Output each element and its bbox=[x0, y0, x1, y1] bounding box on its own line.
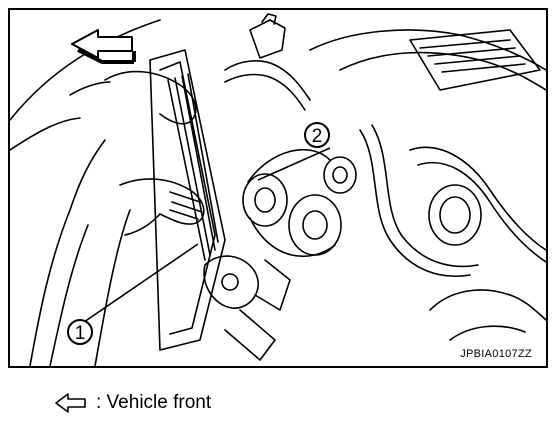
engine-cover bbox=[409, 29, 541, 91]
legend-text: : Vehicle front bbox=[96, 392, 212, 413]
hollow-left-arrow-icon bbox=[55, 393, 86, 413]
reservoir-tank bbox=[249, 19, 286, 59]
callout-2: 2 bbox=[304, 122, 330, 148]
hood-edge-line bbox=[10, 19, 161, 121]
fender-line bbox=[29, 139, 106, 366]
radiator-outline bbox=[149, 49, 226, 351]
callout-2-leader bbox=[257, 147, 331, 181]
figure-code: JPBIA0107ZZ bbox=[458, 348, 534, 360]
engine-bay-drawing: 1 2 bbox=[10, 13, 546, 366]
lower-mount bbox=[203, 255, 259, 309]
technician-hand-lower bbox=[119, 178, 205, 225]
engine-bay-illustration: 1 2 JPBIA0107ZZ bbox=[8, 8, 548, 368]
technician-hand-upper bbox=[104, 70, 197, 125]
pulley-left bbox=[242, 173, 288, 227]
callout-1-leader bbox=[83, 243, 199, 323]
callout-1-number: 1 bbox=[75, 323, 86, 344]
vehicle-front-arrow-icon bbox=[71, 29, 136, 64]
callout-2-number: 2 bbox=[312, 126, 323, 147]
callout-1: 1 bbox=[67, 319, 93, 345]
legend: : Vehicle front bbox=[54, 390, 211, 416]
intake-hose-end bbox=[428, 184, 482, 246]
